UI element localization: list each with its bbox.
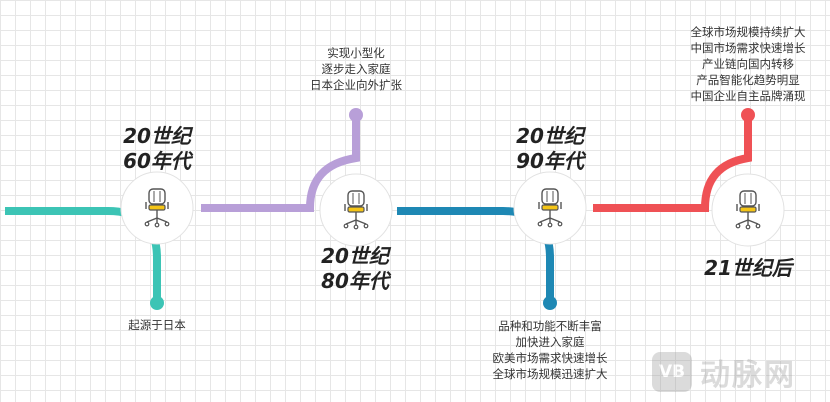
description-line: 产业链向国内转移	[702, 57, 794, 71]
timeline-node-3	[513, 171, 587, 245]
era-label-3-line2: 90年代	[516, 149, 584, 173]
stage-1-description: 起源于日本	[107, 317, 207, 333]
office-chair-icon	[343, 190, 369, 230]
description-line: 欧美市场需求快速增长	[492, 351, 608, 365]
era-label-1: 20世纪 60年代	[97, 124, 217, 174]
era-label-1-line2: 60年代	[123, 149, 191, 173]
description-line: 品种和功能不断丰富	[498, 319, 602, 333]
watermark-text: 动脉网	[700, 358, 796, 393]
era-label-4-line1: 21世纪后	[704, 256, 792, 280]
era-label-2: 20世纪 80年代	[295, 244, 415, 294]
office-chair-icon	[144, 188, 170, 228]
timeline-dot-3	[543, 296, 557, 310]
era-label-3: 20世纪 90年代	[490, 124, 610, 174]
description-line: 日本企业向外扩张	[310, 78, 402, 92]
description-line: 全球市场规模迅速扩大	[492, 367, 608, 381]
office-chair-icon	[735, 190, 761, 230]
stage-2-description: 实现小型化 逐步走入家庭 日本企业向外扩张	[291, 45, 421, 93]
era-label-4: 21世纪后	[688, 256, 808, 281]
timeline-node-1	[120, 171, 194, 245]
timeline-dot-4	[741, 108, 755, 122]
description-line: 中国企业自主品牌涌现	[690, 89, 806, 103]
description-line: 全球市场规模持续扩大	[690, 25, 806, 39]
description-line: 加快进入家庭	[515, 335, 585, 349]
description-line: 实现小型化	[327, 46, 385, 60]
timeline-dot-2	[349, 108, 363, 122]
description-line: 产品智能化趋势明显	[696, 73, 800, 87]
description-line: 逐步走入家庭	[321, 62, 391, 76]
era-label-2-line2: 80年代	[321, 269, 389, 293]
timeline-node-2	[319, 173, 393, 247]
era-label-3-line1: 20世纪	[516, 124, 584, 148]
era-label-1-line1: 20世纪	[123, 124, 191, 148]
era-label-2-line1: 20世纪	[321, 244, 389, 268]
watermark: VB 动脉网	[652, 350, 827, 394]
timeline-segment-2	[201, 117, 360, 212]
description-line: 起源于日本	[128, 318, 186, 332]
description-line: 中国市场需求快速增长	[690, 41, 806, 55]
office-chair-icon	[537, 188, 563, 228]
stage-4-description: 全球市场规模持续扩大 中国市场需求快速增长 产业链向国内转移 产品智能化趋势明显…	[678, 24, 818, 104]
timeline-dot-1	[150, 296, 164, 310]
timeline-node-4	[711, 173, 785, 247]
stage-3-description: 品种和功能不断丰富 加快进入家庭 欧美市场需求快速增长 全球市场规模迅速扩大	[480, 318, 620, 382]
timeline-segment-4	[593, 117, 752, 212]
watermark-logo: VB	[652, 352, 692, 392]
